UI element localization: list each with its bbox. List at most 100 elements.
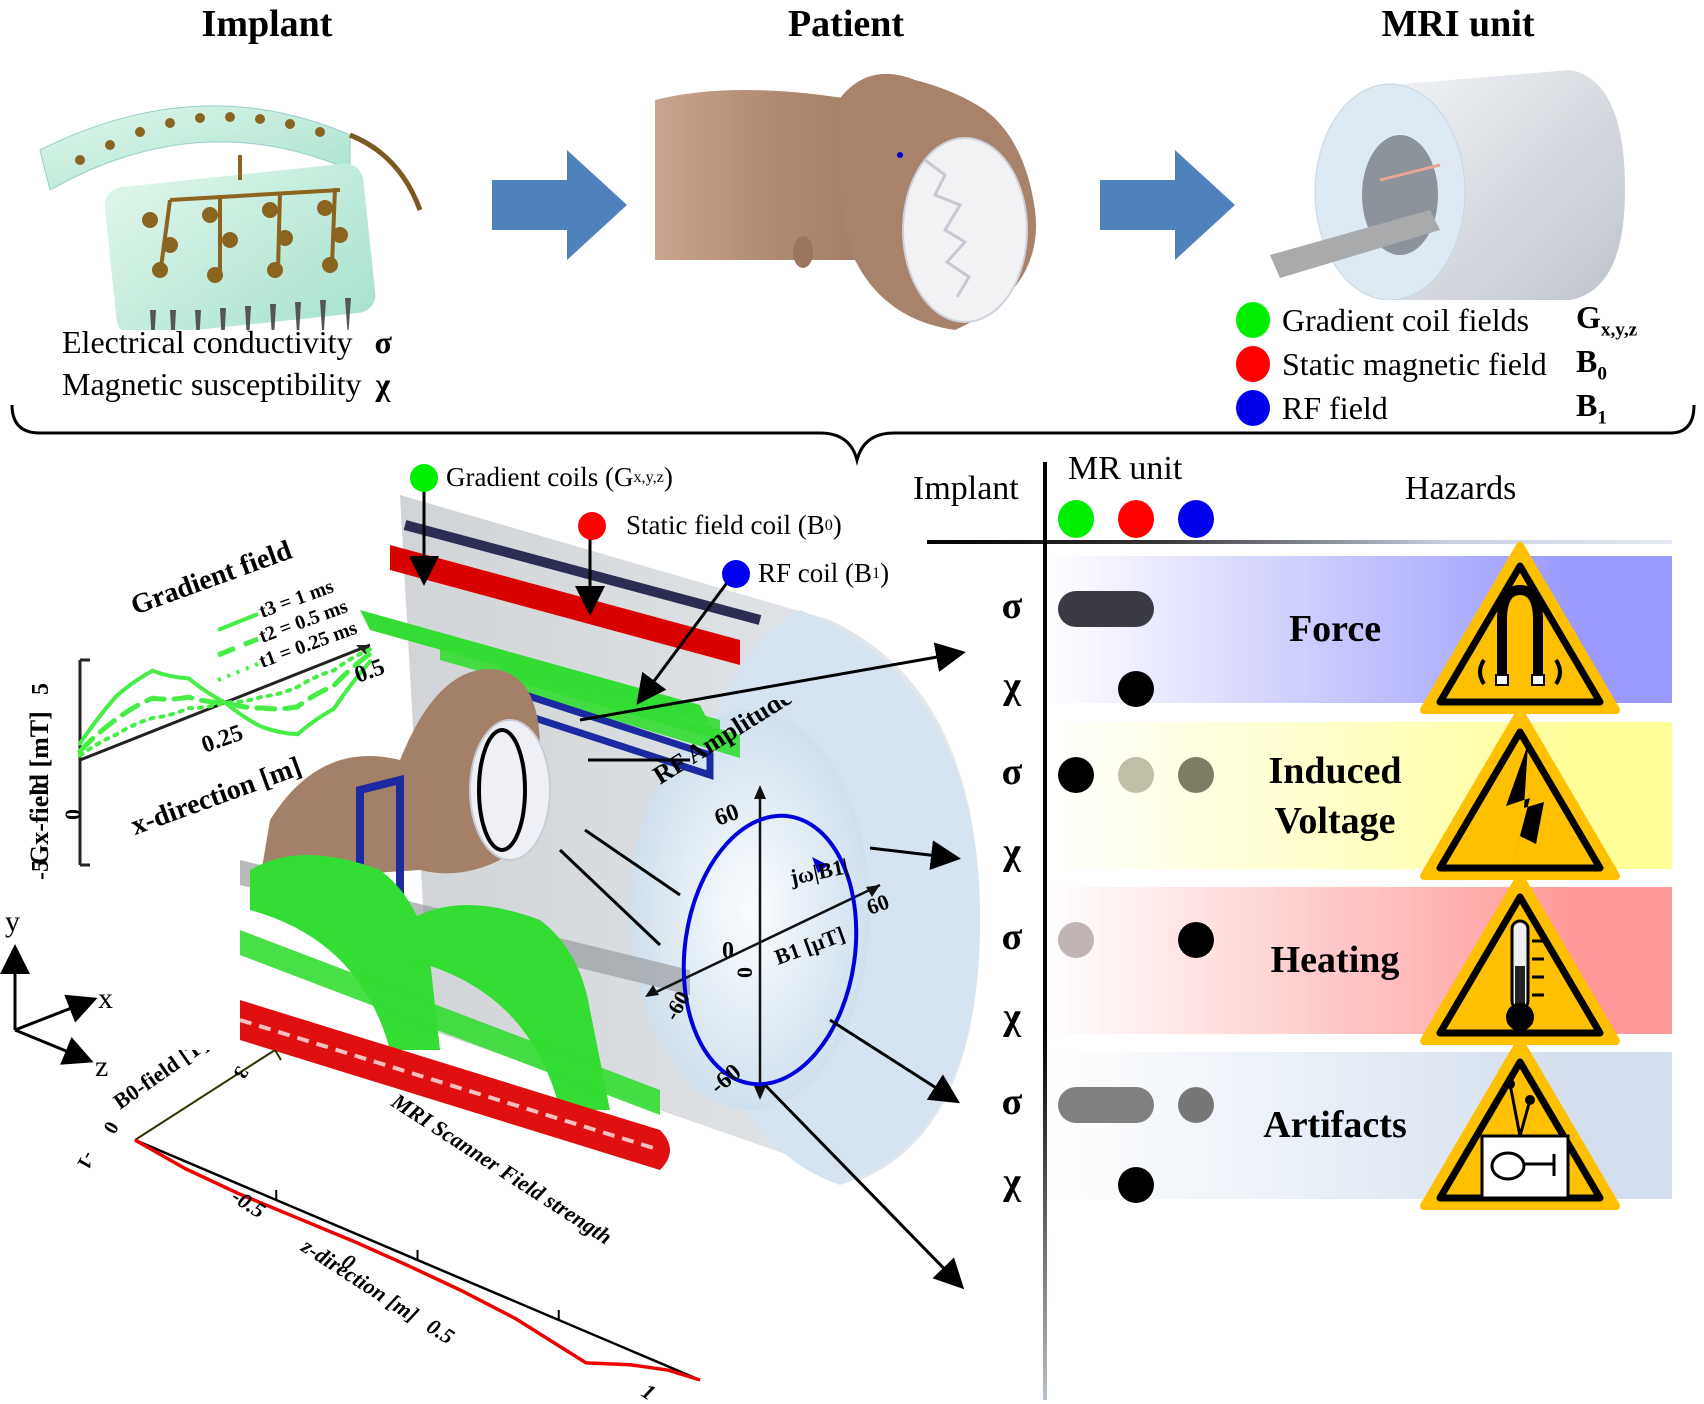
x-tick-label: 0.5 bbox=[351, 654, 388, 689]
arrow-to-heating bbox=[829, 1018, 961, 1104]
hazard-label: Force bbox=[1288, 608, 1382, 650]
legend-item-rf: RF field B1 bbox=[1236, 386, 1676, 430]
patient-head-illustration bbox=[655, 73, 1036, 330]
green-dot-icon bbox=[1236, 302, 1270, 338]
y-tick-label: 5 bbox=[28, 683, 54, 695]
axis-arrowhead bbox=[754, 1086, 766, 1100]
magnet-warning-icon bbox=[1420, 542, 1620, 714]
impact-mark-sigma bbox=[1178, 922, 1214, 958]
image-artifact-warning-icon bbox=[1420, 1038, 1620, 1210]
arrow-to-voltage bbox=[869, 840, 961, 871]
flow-arrow-patient-to-mri bbox=[1100, 150, 1235, 260]
legend-item-gradient: Gradient coil fields Gx,y,z bbox=[1236, 298, 1676, 342]
axis-label-x: x bbox=[98, 982, 113, 1015]
impact-mark-chi bbox=[1118, 671, 1154, 707]
rotation-arrowhead bbox=[812, 857, 828, 873]
legend-symbol: B0 bbox=[1576, 342, 1607, 385]
row-symbol-sigma: σ bbox=[1001, 751, 1023, 793]
y-tick-label: 3 bbox=[229, 1063, 253, 1083]
y-axis-label: B0-field [T] bbox=[109, 1050, 213, 1114]
series-line-dotted bbox=[78, 647, 372, 758]
legend-swatch bbox=[217, 612, 259, 632]
axis-arrowhead bbox=[866, 885, 880, 897]
axis-arrowhead bbox=[754, 785, 766, 799]
implant-illustration bbox=[39, 105, 423, 330]
legend-symbol: Gx,y,z bbox=[1576, 298, 1638, 341]
blue-dot-icon bbox=[722, 559, 750, 588]
series-line-dashed bbox=[77, 651, 373, 754]
grouping-brace bbox=[10, 404, 1696, 466]
y-tick-label: -5 bbox=[28, 860, 54, 880]
table-header-hazards: Hazards bbox=[1405, 470, 1517, 507]
impact-mark-sigma bbox=[1118, 757, 1154, 793]
series-line-solid bbox=[78, 659, 372, 746]
table-vertical-rule bbox=[1043, 462, 1047, 1400]
b0-axis-tick bbox=[274, 1050, 282, 1061]
x-axis-label: x-direction [m] bbox=[127, 751, 306, 841]
rf-rotation-ellipse bbox=[681, 813, 859, 1087]
mr-column-dot-b0 bbox=[1118, 500, 1154, 538]
y-axis-label: Gx-field [mT] bbox=[25, 711, 54, 865]
mri-title: MRI unit bbox=[1381, 3, 1535, 45]
implant-property-susceptibility: Magnetic susceptibility χ bbox=[62, 366, 390, 403]
row-symbol-sigma: σ bbox=[1001, 585, 1023, 627]
impact-mark-sigma bbox=[1058, 1087, 1154, 1123]
red-dot-icon bbox=[1236, 346, 1270, 382]
table-header-mr-unit: MR unit bbox=[1068, 450, 1183, 487]
electrode-pads bbox=[75, 112, 348, 283]
y-tick-label: -1 bbox=[72, 1148, 99, 1173]
axis-tick-label: 0 bbox=[722, 938, 734, 964]
brain-surface bbox=[902, 137, 1028, 323]
static-field-coils-top bbox=[390, 520, 762, 665]
row-symbol-chi: χ bbox=[1003, 665, 1021, 707]
conductivity-label: Electrical conductivity bbox=[62, 324, 353, 360]
flow-arrow-implant-to-patient bbox=[492, 150, 627, 260]
legend-swatch bbox=[217, 662, 259, 682]
x-tick-label: 0.25 bbox=[198, 720, 246, 759]
green-dot-icon bbox=[410, 463, 438, 492]
legend-item-static: Static magnetic field B0 bbox=[1236, 342, 1676, 386]
gradient-coils-bottom bbox=[240, 855, 660, 1115]
chi-symbol: χ bbox=[375, 366, 391, 402]
implant-title: Implant bbox=[201, 3, 333, 45]
arrow-to-artifacts bbox=[763, 1083, 965, 1290]
needle-electrodes bbox=[150, 298, 351, 330]
row-symbol-chi: χ bbox=[1003, 831, 1021, 873]
mr-column-dot-b1 bbox=[1178, 500, 1214, 538]
legend-swatch bbox=[217, 636, 259, 658]
axis-arrowhead bbox=[645, 985, 659, 997]
mri-scanner-illustration bbox=[1270, 70, 1625, 300]
susceptibility-label: Magnetic susceptibility bbox=[62, 366, 362, 402]
row-symbol-chi: χ bbox=[1003, 1161, 1021, 1203]
axis-label-z: z bbox=[95, 1050, 109, 1083]
axis-label-y: y bbox=[5, 905, 20, 938]
high-voltage-warning-icon bbox=[1420, 708, 1620, 880]
rf-b1-axis bbox=[649, 883, 881, 997]
hazard-label: Artifacts bbox=[1263, 1104, 1407, 1146]
hazard-label: Heating bbox=[1270, 939, 1400, 981]
row-symbol-chi: χ bbox=[1003, 996, 1021, 1038]
mri-field-legend: Gradient coil fields Gx,y,z Static magne… bbox=[1236, 298, 1676, 430]
coordinate-axes bbox=[0, 944, 98, 1065]
implant-property-conductivity: Electrical conductivity σ bbox=[62, 324, 392, 361]
b0-axis bbox=[134, 1050, 276, 1141]
legend-symbol: B1 bbox=[1576, 386, 1607, 429]
x-axis-label: z-direction [m] bbox=[296, 1233, 423, 1327]
b0-field-curve bbox=[134, 1138, 701, 1382]
legend-label: RF field bbox=[1282, 389, 1388, 426]
arrow-to-force bbox=[579, 642, 966, 722]
row-symbol-sigma: σ bbox=[1001, 916, 1023, 958]
x-tick-label: 0 bbox=[60, 809, 85, 820]
x-axis-arrowhead bbox=[356, 645, 370, 655]
patient-title: Patient bbox=[787, 3, 905, 45]
red-dot-icon bbox=[578, 511, 606, 540]
x-tick-label: -0.5 bbox=[227, 1183, 270, 1223]
impact-mark-sigma bbox=[1178, 757, 1214, 793]
static-field-coils-bottom bbox=[240, 1000, 670, 1170]
impact-mark-sigma bbox=[1058, 757, 1094, 793]
